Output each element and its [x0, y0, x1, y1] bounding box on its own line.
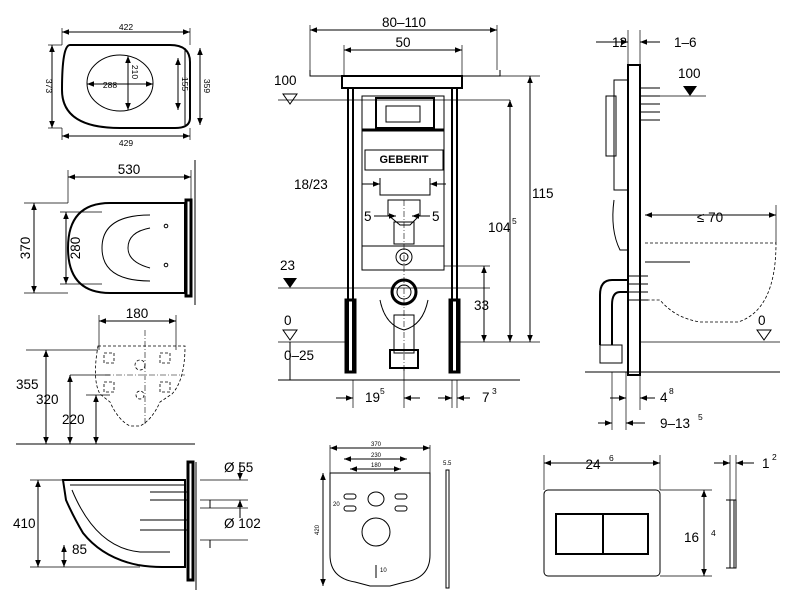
frame-width-range: 80–110: [382, 15, 426, 30]
bowl-front-view: 180 355 320 220: [16, 306, 195, 445]
frame-offset-left: 5: [364, 209, 372, 224]
template-bottom: 10: [380, 568, 387, 574]
seat-width-bottom: 429: [119, 138, 133, 148]
frame-front-view: GEBERIT 80–110 50 100 18/23: [274, 15, 554, 408]
bowl-side-view: 410 85 Ø 55 Ø 102: [13, 460, 261, 590]
bowl-hole-span: 180: [126, 306, 149, 321]
side-top-b: 1–6: [674, 35, 697, 50]
frame-height-inner-sup: 5: [512, 216, 517, 226]
seat-depth-right: 359: [202, 79, 212, 93]
flush-plate: 24 6 16 4 1 2: [543, 452, 777, 577]
bowl-top-view: 530 370 280: [18, 160, 196, 305]
frame-foot-left-sup: 5: [380, 386, 385, 396]
seat-depth-outer: 373: [44, 79, 54, 93]
seat-top-view: 422 429 373 359 155 288 210: [44, 22, 212, 148]
seat-opening-offset: 155: [180, 77, 190, 91]
plate-depth-sup: 2: [772, 452, 777, 462]
brand-label: GEBERIT: [380, 154, 429, 166]
side-foot-a: 4: [660, 390, 668, 405]
frame-level-top: 100: [274, 73, 297, 88]
template-spacing-a: 230: [371, 453, 382, 459]
template-hole: 20: [333, 502, 340, 508]
pipe-large-dia: Ø 102: [224, 516, 261, 531]
frame-floor-range: 0–25: [284, 348, 314, 363]
frame-floor-label: 0: [284, 313, 292, 328]
side-level-top: 100: [678, 66, 701, 81]
template-height: 420: [315, 524, 321, 535]
bowl-height-3: 220: [62, 412, 85, 427]
frame-inner-width: 50: [395, 35, 410, 50]
bowl-side-offset: 85: [72, 542, 87, 557]
frame-foot-right-sup: 3: [492, 386, 497, 396]
frame-drain-height: 33: [474, 298, 489, 313]
template-spacing-b: 180: [371, 463, 382, 469]
frame-foot-right: 7: [482, 390, 490, 405]
pipe-small-dia: Ø 55: [224, 460, 253, 475]
side-floor-label: 0: [758, 313, 766, 328]
seat-opening-width: 288: [103, 80, 117, 90]
template-width: 370: [371, 442, 382, 448]
bowl-height-2: 320: [36, 392, 59, 407]
frame-offset-right: 5: [432, 209, 440, 224]
frame-drain-level: 23: [280, 258, 295, 273]
plate-width: 24: [585, 457, 601, 472]
side-foot-b: 9–13: [660, 416, 690, 431]
bowl-length: 530: [118, 162, 141, 177]
side-foot-b-sup: 5: [698, 412, 703, 422]
bowl-side-height: 410: [13, 516, 36, 531]
side-top-a: 12: [612, 35, 627, 50]
frame-height-total: 115: [532, 186, 554, 201]
plate-width-sup: 6: [609, 453, 614, 463]
plate-height: 16: [684, 530, 699, 545]
side-foot-a-sup: 8: [669, 386, 674, 396]
frame-height-inner: 104: [488, 220, 511, 235]
frame-side-view: 12 1–6 100 ≤ 70 0 4 8 9–13 5: [585, 30, 780, 431]
side-bowl-depth: ≤ 70: [697, 210, 723, 225]
plate-height-sup: 4: [711, 528, 716, 538]
bowl-width: 370: [18, 237, 33, 260]
seat-width-top: 422: [119, 22, 133, 32]
seat-opening-depth: 210: [130, 65, 140, 79]
template-thickness: 5.5: [443, 461, 452, 467]
frame-foot-left: 19: [365, 390, 380, 405]
mounting-template: 370 230 180 420 20 10 5.5: [315, 442, 452, 589]
bowl-inner: 280: [68, 237, 83, 260]
frame-outlet-span: 18/23: [294, 177, 328, 192]
bowl-height-1: 355: [16, 377, 39, 392]
plate-depth: 1: [762, 456, 770, 471]
